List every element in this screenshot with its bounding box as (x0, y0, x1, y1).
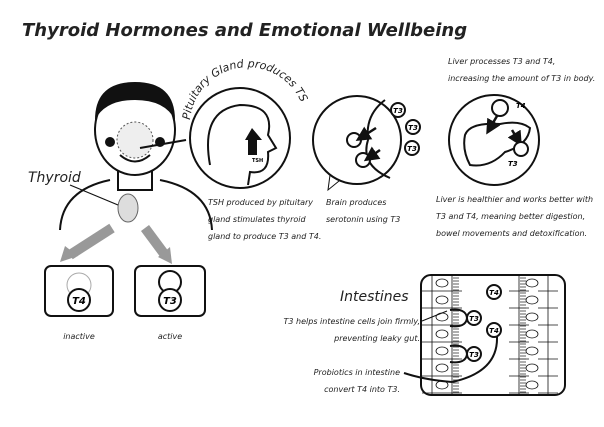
svg-text:Liver processes T3 and T4,: Liver processes T3 and T4, (448, 57, 555, 66)
svg-text:T3: T3 (163, 296, 177, 307)
liver-bottom-caption: Liver is healthier and works better with… (436, 195, 593, 238)
svg-text:T3: T3 (407, 145, 417, 153)
t4-inactive-box: T4 (44, 265, 114, 317)
svg-text:T4: T4 (72, 296, 86, 307)
svg-text:Probiotics in intestine: Probiotics in intestine (314, 368, 400, 377)
intestine-cell-nucleus (525, 312, 539, 322)
intestine-cell-nucleus (435, 363, 449, 373)
thyroid-gland-icon (117, 193, 139, 223)
svg-text:serotonin using T3: serotonin using T3 (326, 215, 400, 224)
t3-active-box: T3 (134, 265, 206, 317)
intestine-cell-nucleus (525, 380, 539, 390)
brain-circle: T3 T3 T3 (312, 95, 421, 192)
tsh-caption: TSH produced by pituitary gland stimulat… (208, 198, 321, 241)
intestine-cell-nucleus (435, 346, 449, 356)
svg-text:T3: T3 (469, 351, 479, 359)
svg-text:T3: T3 (469, 315, 479, 323)
svg-text:Liver is healthier and works b: Liver is healthier and works better with (436, 195, 593, 204)
thyroid-label: Thyroid (28, 170, 81, 186)
svg-text:T4: T4 (516, 102, 526, 110)
intestine-cell-nucleus (525, 363, 539, 373)
svg-text:convert T4 into T3.: convert T4 into T3. (324, 385, 400, 394)
svg-text:T4: T4 (489, 327, 499, 335)
svg-text:increasing the amount of T3 in: increasing the amount of T3 in body. (448, 74, 595, 83)
svg-text:TSH: TSH (252, 158, 263, 164)
intestine-cells-caption: T3 helps intestine cells join firmly, pr… (284, 310, 448, 343)
shoulders (59, 179, 213, 231)
svg-text:T3: T3 (408, 124, 418, 132)
liver-circle: T4 T3 (448, 94, 540, 186)
svg-text:TSH produced by pituitary: TSH produced by pituitary (208, 198, 313, 207)
svg-text:Brain produces: Brain produces (326, 198, 386, 207)
page-title: Thyroid Hormones and Emotional Wellbeing (22, 20, 467, 41)
svg-text:bowel movements and detoxifica: bowel movements and detoxification. (436, 229, 587, 238)
svg-text:gland to produce T3 and T4.: gland to produce T3 and T4. (208, 232, 321, 241)
intestine-cell-nucleus (525, 295, 539, 305)
svg-text:gland stimulates thyroid: gland stimulates thyroid (208, 215, 307, 224)
brain-outline (116, 121, 154, 159)
inactive-label: inactive (63, 332, 95, 341)
brain-caption: Brain produces serotonin using T3 (326, 198, 400, 224)
person-figure (59, 82, 213, 264)
hair (95, 82, 175, 120)
intestines-label: Intestines (340, 289, 409, 305)
active-label: active (158, 332, 182, 341)
svg-text:T3 helps intestine cells join: T3 helps intestine cells join firmly, (284, 317, 421, 326)
intestine-cell-nucleus (525, 278, 539, 288)
intestine-cell-nucleus (435, 329, 449, 339)
svg-text:T3 and T4, meaning better dige: T3 and T4, meaning better digestion, (436, 212, 585, 221)
svg-text:T3: T3 (508, 160, 518, 168)
intestine-cell-nucleus (435, 295, 449, 305)
probiotics-caption: Probiotics in intestine convert T4 into … (314, 368, 453, 394)
intestine-diagram: T3 T3 T4 T4 (420, 274, 566, 396)
svg-text:preventing leaky gut.: preventing leaky gut. (333, 334, 420, 343)
pituitary-circle: TSH (189, 87, 291, 189)
intestine-cell-nucleus (525, 329, 539, 339)
liver-top-caption: Liver processes T3 and T4, increasing th… (448, 57, 595, 83)
svg-text:T4: T4 (489, 289, 499, 297)
intestine-cell-nucleus (525, 346, 539, 356)
svg-text:T3: T3 (393, 107, 403, 115)
intestine-cell-nucleus (435, 278, 449, 288)
